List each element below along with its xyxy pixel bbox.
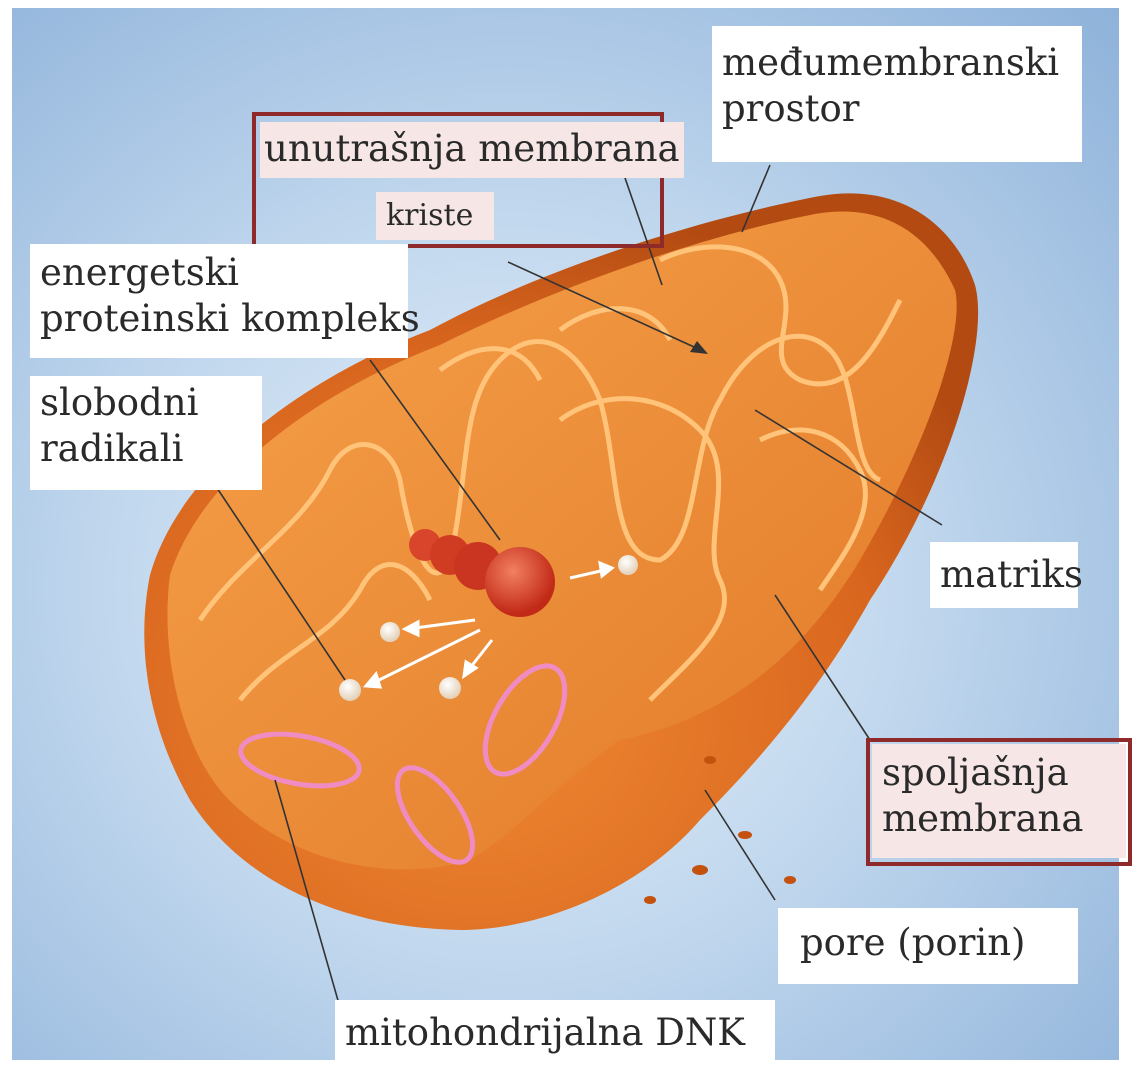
label-mtdna: mitohondrijalna DNK [335, 1000, 775, 1066]
label-intermembrane-line2: prostor [722, 86, 1072, 132]
label-energy-line1: energetski [40, 250, 398, 296]
label-energy-protein-complex: energetski proteinski kompleks [30, 244, 408, 358]
label-energy-line2: proteinski kompleks [40, 296, 398, 342]
label-matrix: matriks [930, 542, 1078, 608]
label-pores: pore (porin) [778, 908, 1078, 984]
label-outer-membrane: spoljašnja membrana [872, 744, 1126, 858]
label-free-radicals: slobodni radikali [30, 376, 262, 490]
label-radicals-line2: radikali [40, 426, 252, 472]
label-cristae: kriste [376, 192, 494, 240]
label-radicals-line1: slobodni [40, 380, 252, 426]
label-inner-membrane: unutrašnja membrana [260, 122, 684, 178]
label-outer-line2: membrana [882, 796, 1116, 842]
label-outer-line1: spoljašnja [882, 750, 1116, 796]
label-intermembrane-line1: međumembranski [722, 40, 1072, 86]
label-intermembrane-space: međumembranski prostor [712, 26, 1082, 162]
